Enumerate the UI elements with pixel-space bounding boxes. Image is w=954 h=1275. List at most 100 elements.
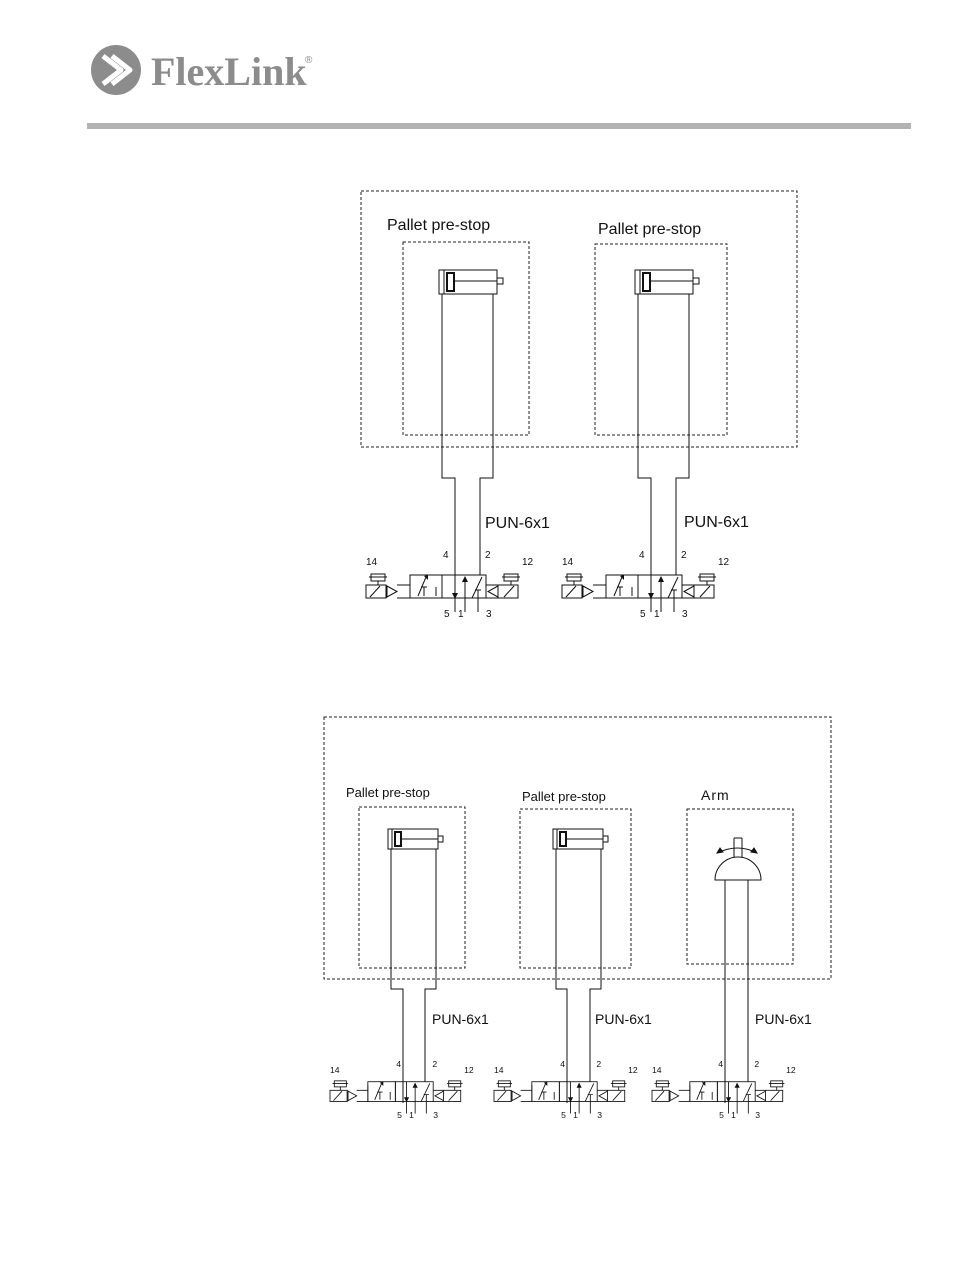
solenoid-coil-icon (503, 585, 515, 598)
flow-arrow-icon (620, 575, 624, 580)
port-label-14: 14 (366, 557, 378, 568)
flow-arrow-icon (734, 1082, 740, 1088)
tube-lines-2 (390, 849, 749, 1103)
group-pallet-pre-stop-4: Pallet pre-stop (519, 789, 632, 969)
group-label: Arm (701, 787, 730, 803)
port-label-2: 2 (596, 1059, 601, 1069)
tube-lines-1 (441, 294, 690, 598)
pilot-triangle-icon (756, 1090, 766, 1102)
group-label: Pallet pre-stop (598, 221, 701, 238)
pilot-triangle-icon (347, 1090, 358, 1102)
outer-boundary-1 (360, 190, 798, 448)
solenoid-body (765, 1089, 784, 1102)
flow-arrow-icon (424, 575, 428, 580)
group-boundary (519, 808, 632, 969)
port-label-1: 1 (654, 609, 660, 620)
port-label-1: 1 (731, 1110, 736, 1120)
port-label-12: 12 (628, 1065, 638, 1075)
pilot-triangle-icon (511, 1090, 522, 1102)
pilot-triangle-icon (598, 1090, 608, 1102)
solenoid-coil-icon (333, 1090, 343, 1101)
tube-label: PUN-6x1 (432, 1011, 489, 1027)
flow-arrow-icon (543, 1081, 548, 1087)
port-label-14: 14 (562, 557, 574, 568)
solenoid-coil-icon (565, 585, 577, 598)
cylinder-icon (438, 269, 504, 295)
port-label-1: 1 (409, 1110, 414, 1120)
solenoid-coil-icon (612, 1090, 622, 1101)
cylinder-icon (552, 828, 609, 850)
solenoid-coil-icon (497, 1090, 507, 1101)
port-label-1: 1 (573, 1110, 578, 1120)
tube-label: PUN-6x1 (595, 1011, 652, 1027)
diagram-2: Pallet pre-stop Pallet pre-stop Ar (323, 716, 832, 1120)
pilot-triangle-icon (682, 585, 695, 598)
group-label: Pallet pre-stop (387, 217, 490, 234)
tube-label: PUN-6x1 (755, 1011, 812, 1027)
pilot-triangle-icon (582, 585, 595, 598)
solenoid-body (365, 584, 387, 599)
flow-arrow-icon (462, 576, 468, 582)
port-label-3: 3 (433, 1110, 438, 1120)
port-label-2: 2 (432, 1059, 437, 1069)
port-label-2: 2 (754, 1059, 759, 1069)
solenoid-coil-icon (770, 1090, 780, 1101)
port-label-14: 14 (652, 1065, 662, 1075)
flow-arrow-icon (412, 1082, 418, 1088)
valve-position-right (716, 1081, 756, 1102)
port-label-14: 14 (330, 1065, 340, 1075)
flow-arrow-icon (403, 1097, 410, 1103)
solenoid-body (693, 584, 715, 599)
port-label-4: 4 (396, 1059, 401, 1069)
solenoid-coil-icon (369, 585, 381, 598)
pilot-triangle-icon (434, 1090, 444, 1102)
valve-position-right (637, 574, 683, 599)
port-label-12: 12 (522, 557, 534, 568)
tube-label: PUN-6x1 (485, 515, 550, 532)
port-label-5: 5 (397, 1110, 402, 1120)
valve-position-left (689, 1081, 718, 1102)
port-label-3: 3 (755, 1110, 760, 1120)
port-label-5: 5 (640, 609, 646, 620)
group-pallet-pre-stop-1: Pallet pre-stop (387, 217, 530, 436)
valve-position-right (558, 1081, 598, 1102)
pilot-triangle-icon (486, 585, 499, 598)
logo-chevron-icon (101, 54, 133, 86)
rotary-actuator-icon (714, 837, 762, 881)
group-boundary (594, 243, 728, 436)
port-label-3: 3 (486, 609, 492, 620)
tube-label: PUN-6x1 (684, 514, 749, 531)
solenoid-body (493, 1089, 512, 1102)
port-label-5: 5 (719, 1110, 724, 1120)
flexlink-logo: FlexLink ® (91, 45, 313, 95)
valve-position-right (441, 574, 487, 599)
outer-boundary-2 (323, 716, 832, 980)
logo-registered-mark: ® (305, 55, 313, 66)
port-label-3: 3 (597, 1110, 602, 1120)
port-label-5: 5 (561, 1110, 566, 1120)
group-pallet-pre-stop-3: Pallet pre-stop (346, 785, 466, 969)
port-label-2: 2 (681, 550, 687, 561)
port-label-3: 3 (682, 609, 688, 620)
flow-arrow-icon (576, 1082, 582, 1088)
port-label-1: 1 (458, 609, 464, 620)
logo-circle-icon (91, 45, 141, 95)
port-label-4: 4 (718, 1059, 723, 1069)
port-label-12: 12 (718, 557, 730, 568)
cylinder-icon (634, 269, 700, 295)
group-label: Pallet pre-stop (346, 785, 430, 800)
port-label-5: 5 (444, 609, 450, 620)
group-pallet-pre-stop-2: Pallet pre-stop (594, 221, 728, 436)
port-label-14: 14 (494, 1065, 504, 1075)
port-label-4: 4 (443, 550, 449, 561)
flow-arrow-icon (379, 1081, 384, 1087)
group-boundary (358, 806, 466, 969)
port-label-4: 4 (639, 550, 645, 561)
group-boundary (686, 808, 794, 965)
